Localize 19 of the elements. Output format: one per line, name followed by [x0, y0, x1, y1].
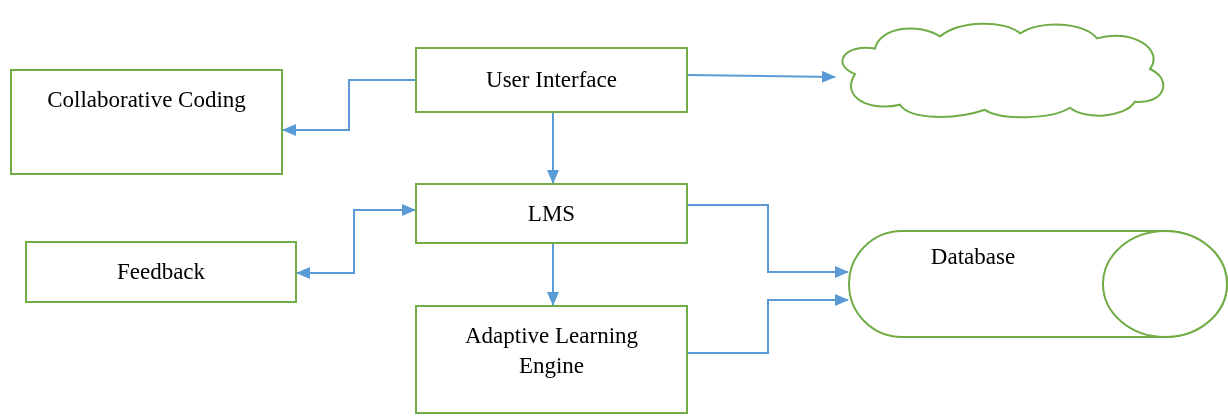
node-label: Database [929, 243, 1017, 271]
arrow [547, 243, 559, 306]
arrow [687, 294, 849, 354]
node-label: LMS [526, 200, 577, 228]
process-box [415, 305, 688, 414]
arrow [687, 204, 849, 278]
process-box [25, 241, 297, 303]
node-label: Adaptive Learning Engine [463, 322, 640, 380]
node-label: Feedback [115, 258, 207, 286]
arrow [547, 112, 559, 184]
arrow [296, 204, 416, 279]
node-label: User Interface [485, 66, 618, 94]
node-label: Collaborative Coding [46, 86, 247, 114]
process-box [415, 47, 688, 113]
database-cylinder [848, 230, 1228, 338]
arrow [687, 70, 836, 83]
arrow [282, 79, 416, 136]
process-box [10, 69, 283, 175]
process-box [415, 183, 688, 244]
